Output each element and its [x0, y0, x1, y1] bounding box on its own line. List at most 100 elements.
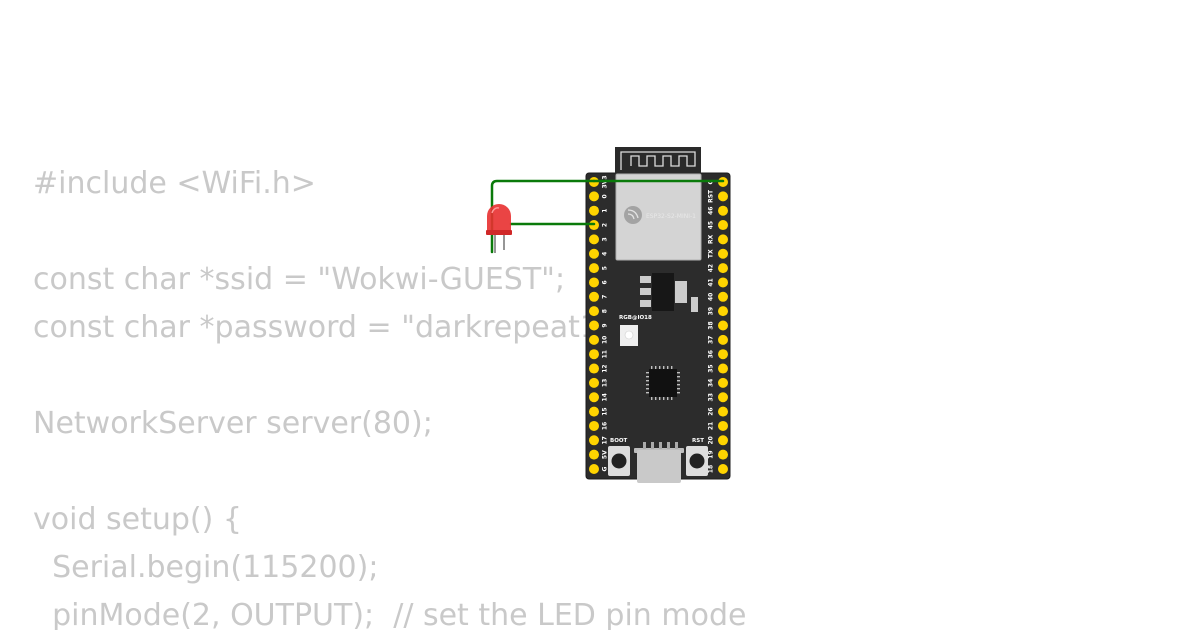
- pin-label: 14: [602, 393, 609, 401]
- code-line: #include <WiFi.h>: [33, 166, 316, 201]
- pin-pad[interactable]: [718, 377, 728, 388]
- pin-pad[interactable]: [589, 291, 599, 302]
- pin-pad[interactable]: [589, 349, 599, 360]
- pin-pad[interactable]: [589, 320, 599, 331]
- boot-label: BOOT: [610, 438, 628, 444]
- code-line: NetworkServer server(80);: [33, 406, 433, 441]
- module-label: ESP32-S2-MINI-1: [646, 213, 696, 220]
- pin-label: 4: [602, 252, 609, 256]
- pin-pad[interactable]: [589, 420, 599, 431]
- boot-button[interactable]: [608, 446, 630, 476]
- pin-pad[interactable]: [718, 291, 728, 302]
- pin-label: 33: [708, 393, 715, 401]
- pin-label: 5V: [602, 450, 609, 459]
- wire-3v3-to-led-anode[interactable]: [490, 179, 596, 254]
- pin-pad[interactable]: [718, 420, 728, 431]
- pin-pad[interactable]: [589, 406, 599, 417]
- rgb-label: RGB@IO18: [619, 315, 652, 321]
- pin-pad[interactable]: [589, 277, 599, 288]
- antenna-trace-icon: [620, 151, 696, 170]
- pin-label: 45: [708, 221, 715, 229]
- pin-pad[interactable]: [589, 205, 599, 216]
- pin-label: 11: [602, 350, 609, 358]
- pin-label: 3: [602, 237, 609, 241]
- usb-connector: [634, 442, 684, 483]
- pin-label: 7: [602, 295, 609, 299]
- pin-label: 36: [708, 350, 715, 358]
- pin-pad[interactable]: [589, 377, 599, 388]
- pin-pad[interactable]: [589, 234, 599, 245]
- pin-pad[interactable]: [718, 306, 728, 317]
- voltage-regulator: [652, 273, 674, 311]
- pin-label: 26: [708, 407, 715, 415]
- pin-label: 16: [602, 422, 609, 430]
- pin-label: 17: [602, 436, 609, 444]
- pin-label: TX: [708, 249, 715, 258]
- pin-label: 40: [708, 293, 715, 301]
- usb-uart-chip: [649, 369, 677, 397]
- pin-pad[interactable]: [718, 392, 728, 403]
- code-line: const char *password = "darkrepeat1: [33, 310, 599, 345]
- pin-label: 12: [602, 364, 609, 372]
- pin-label: 39: [708, 307, 715, 315]
- pin-pad[interactable]: [589, 263, 599, 274]
- rst-label: RST: [692, 438, 704, 444]
- pin-pad[interactable]: [718, 334, 728, 345]
- pin-label: 19: [708, 450, 715, 458]
- pin-pad[interactable]: [718, 205, 728, 216]
- espressif-logo-icon: [624, 206, 642, 224]
- pin-pad[interactable]: [589, 363, 599, 374]
- pin-label: 1: [602, 209, 609, 213]
- pin-pad[interactable]: [718, 349, 728, 360]
- pin-label: 9: [602, 323, 609, 327]
- pin-label: 8: [602, 309, 609, 313]
- pin-pad[interactable]: [589, 334, 599, 345]
- pin-label: 5: [602, 266, 609, 270]
- pin-pad[interactable]: [718, 406, 728, 417]
- pin-label: 34: [708, 379, 715, 387]
- pin-pad[interactable]: [589, 306, 599, 317]
- pin-label: 37: [708, 336, 715, 344]
- right-pin-header: GRST4645RXTX4241403938373635343326212019…: [708, 177, 728, 474]
- code-editor[interactable]: #include <WiFi.h> const char *ssid = "Wok…: [33, 160, 746, 630]
- pin-label: 38: [708, 321, 715, 329]
- pin-pad[interactable]: [718, 449, 728, 460]
- pin-label: 2: [602, 223, 609, 227]
- pin-label: RST: [708, 189, 715, 203]
- pin-pad[interactable]: [589, 392, 599, 403]
- pin-pad[interactable]: [718, 234, 728, 245]
- pin-label: 13: [602, 379, 609, 387]
- pin-pad[interactable]: [718, 363, 728, 374]
- pin-pad[interactable]: [589, 435, 599, 446]
- pin-label: RX: [708, 234, 715, 244]
- pin-pad[interactable]: [589, 464, 599, 474]
- red-led[interactable]: [486, 204, 512, 253]
- pin-pad[interactable]: [589, 449, 599, 460]
- code-line: pinMode(2, OUTPUT); // set the LED pin m…: [33, 598, 747, 630]
- pin-pad[interactable]: [718, 263, 728, 274]
- pin-pad[interactable]: [718, 248, 728, 259]
- pin-pad[interactable]: [718, 191, 728, 202]
- pin-pad[interactable]: [589, 191, 599, 202]
- pin-pad[interactable]: [718, 464, 728, 474]
- code-line: void setup() {: [33, 502, 242, 537]
- pin-label: 6: [602, 280, 609, 284]
- pin-pad[interactable]: [718, 277, 728, 288]
- pin-label: 10: [602, 336, 609, 344]
- pin-pad[interactable]: [589, 248, 599, 259]
- reset-button[interactable]: [686, 446, 708, 476]
- pin-pad[interactable]: [718, 320, 728, 331]
- pin-label: 35: [708, 364, 715, 372]
- esp32-s2-board[interactable]: ESP32-S2-MINI-1 RGB@IO18 BOOT: [585, 147, 731, 483]
- pin-pad[interactable]: [718, 435, 728, 446]
- pin-label: 20: [708, 436, 715, 444]
- pin-pad[interactable]: [718, 220, 728, 231]
- module-shield: [615, 173, 702, 261]
- led-body-icon: [487, 204, 511, 232]
- code-line: const char *ssid = "Wokwi-GUEST";: [33, 262, 566, 297]
- pin-label: 46: [708, 207, 715, 215]
- pin-label: 42: [708, 264, 715, 272]
